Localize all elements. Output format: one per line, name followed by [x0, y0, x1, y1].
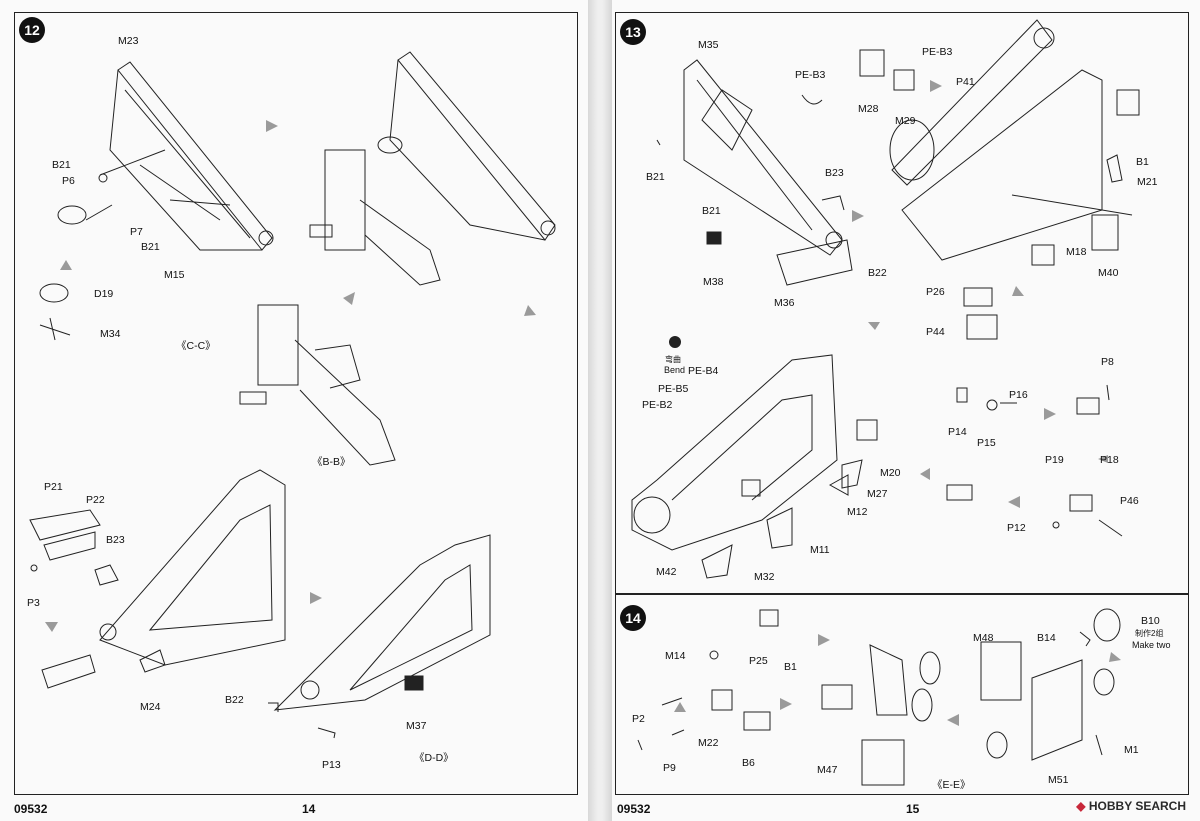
page-number: 14 [302, 802, 316, 816]
book-gutter [588, 0, 612, 821]
label-M34: M34 [100, 328, 121, 340]
label-P46: P46 [1120, 495, 1139, 507]
step-14-frame [615, 593, 1189, 795]
label-M42: M42 [656, 566, 677, 578]
label-M28: M28 [858, 103, 879, 115]
label-PE-B2: PE-B2 [642, 399, 673, 411]
section-label-B-B: 《B-B》 [312, 456, 351, 468]
label-B22: B22 [225, 694, 244, 706]
label-M48: M48 [973, 632, 994, 644]
section-label-E-E: 《E-E》 [932, 779, 971, 791]
catalog-number: 09532 [617, 802, 651, 816]
label-M36: M36 [774, 297, 795, 309]
label-B14: B14 [1037, 632, 1056, 644]
label-P2: P2 [632, 713, 645, 725]
label-P19: P19 [1045, 454, 1064, 466]
label-M40: M40 [1098, 267, 1119, 279]
label-P9: P9 [663, 762, 676, 774]
step-13-14-drawing [631, 19, 1140, 786]
label-B21: B21 [52, 159, 71, 171]
label-P13: P13 [322, 759, 341, 771]
step-13-frame [615, 12, 1189, 595]
label-D19: D19 [94, 288, 114, 300]
label-PE-B5: PE-B5 [658, 383, 689, 395]
label-B23: B23 [825, 167, 844, 179]
label-P6: P6 [62, 175, 75, 187]
label-P26: P26 [926, 286, 945, 298]
label-B23: B23 [106, 534, 125, 546]
label-P21: P21 [44, 481, 63, 493]
step-12-drawing [29, 51, 556, 739]
make-two-note-cn: 制作2组 [1135, 629, 1164, 638]
label-P18: P18 [1100, 454, 1119, 466]
label-M12: M12 [847, 506, 868, 518]
label-P3: P3 [27, 597, 40, 609]
catalog-number: 09532 [14, 802, 48, 816]
label-B10: B10 [1141, 615, 1160, 627]
hobby-search-watermark: ◆ HOBBY SEARCH [1076, 799, 1186, 813]
label-B21: B21 [702, 205, 721, 217]
label-P25: P25 [749, 655, 768, 667]
label-M14: M14 [665, 650, 686, 662]
label-P14: P14 [948, 426, 967, 438]
label-B22: B22 [868, 267, 887, 279]
instruction-page-left: 12 [0, 0, 588, 821]
step-14-badge: 14 [620, 605, 646, 631]
label-M37: M37 [406, 720, 427, 732]
label-P15: P15 [977, 437, 996, 449]
label-P7: P7 [130, 226, 143, 238]
label-PE-B4: PE-B4 [688, 365, 719, 377]
label-M11: M11 [810, 544, 830, 556]
label-M35: M35 [698, 39, 719, 51]
step-12-badge: 12 [19, 17, 45, 43]
label-B21: B21 [141, 241, 160, 253]
label-PE-B3: PE-B3 [922, 46, 953, 58]
label-B1: B1 [1136, 156, 1149, 168]
label-M51: M51 [1048, 774, 1069, 786]
label-M21: M21 [1137, 176, 1158, 188]
watermark-text: HOBBY SEARCH [1088, 799, 1186, 813]
label-M15: M15 [164, 269, 185, 281]
step-12-frame [14, 12, 578, 795]
hobby-search-logo-icon: ◆ [1076, 799, 1086, 813]
bend-note-en: Bend [664, 365, 686, 375]
label-P44: P44 [926, 326, 945, 338]
instruction-page-right: 13 14 [612, 0, 1200, 821]
label-M22: M22 [698, 737, 719, 749]
label-PE-B3: PE-B3 [795, 69, 826, 81]
section-label-D-D: 《D-D》 [414, 752, 454, 764]
make-two-note-en: Make two [1132, 640, 1171, 650]
label-B21: B21 [646, 171, 665, 183]
step-13-badge: 13 [620, 19, 646, 45]
bend-note-cn: 弯曲 [665, 355, 681, 364]
label-M20: M20 [880, 467, 901, 479]
label-P16: P16 [1009, 389, 1028, 401]
label-M29: M29 [895, 115, 916, 127]
label-P22: P22 [86, 494, 105, 506]
label-P12: P12 [1007, 522, 1026, 534]
label-P41: P41 [956, 76, 975, 88]
label-M1: M1 [1124, 744, 1139, 756]
page-number: 15 [906, 802, 920, 816]
label-P8: P8 [1101, 356, 1114, 368]
section-label-C-C: 《C-C》 [176, 340, 216, 352]
label-M24: M24 [140, 701, 161, 713]
label-B6: B6 [742, 757, 755, 769]
label-M27: M27 [867, 488, 888, 500]
label-M18: M18 [1066, 246, 1087, 258]
label-M38: M38 [703, 276, 724, 288]
label-M32: M32 [754, 571, 775, 583]
label-M47: M47 [817, 764, 838, 776]
label-M23: M23 [118, 35, 139, 47]
label-B1: B1 [784, 661, 797, 673]
